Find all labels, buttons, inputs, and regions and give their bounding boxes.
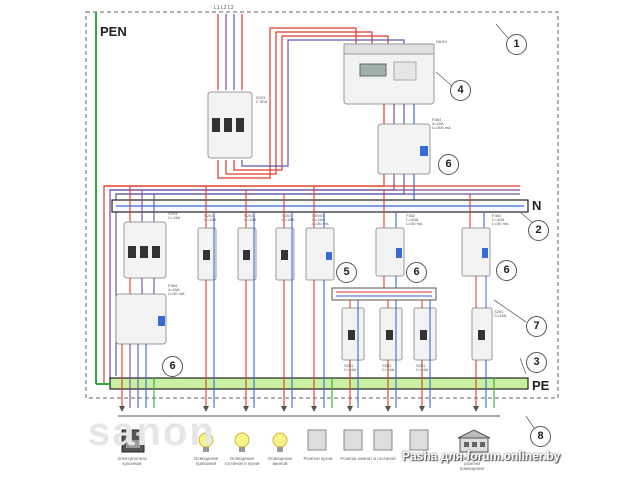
load-caption-stove: Электроплита кухонная xyxy=(117,456,147,466)
load-caption-kitchen-sockets: Розетки кухни xyxy=(303,456,333,461)
callout-7: 7 xyxy=(526,316,547,337)
load-caption-hall: Освещение прихожей xyxy=(193,456,219,466)
callout-6-top: 6 xyxy=(438,154,459,175)
callout-6-left: 6 xyxy=(162,356,183,377)
rcd-left xyxy=(115,293,167,345)
load-wires xyxy=(121,212,495,408)
stove-icon xyxy=(121,429,145,453)
sub-breakers xyxy=(341,307,493,361)
load-caption-bath: Освещение ванной xyxy=(267,456,293,466)
main-to-meter-wiring xyxy=(217,27,405,179)
socket-icon xyxy=(307,429,429,451)
bus-drops xyxy=(129,186,485,228)
energy-meter xyxy=(343,43,435,105)
watermark-text: Pasha для forum.onliner.by xyxy=(402,449,561,463)
n-label: N xyxy=(532,198,542,213)
phases-label: L1 L2 L3 xyxy=(214,5,234,11)
load-caption-house: Освещение и розетки помещения xyxy=(457,456,486,471)
meter-to-rcd-wiring xyxy=(383,104,415,124)
ghost-watermark: sanon xyxy=(88,410,216,454)
breaker-group-left xyxy=(123,221,167,279)
load-arrows xyxy=(119,406,479,412)
sub-bus xyxy=(331,287,437,301)
house-icon xyxy=(457,429,491,453)
callout-4: 4 xyxy=(450,80,471,101)
rcd-right xyxy=(461,227,491,277)
lamp-icon xyxy=(198,432,288,452)
rcbo-device xyxy=(305,227,335,281)
callout-leaders xyxy=(435,23,535,429)
callout-2: 2 xyxy=(528,220,549,241)
pen-label: PEN xyxy=(100,24,127,39)
main-rcd xyxy=(377,123,431,175)
load-caption-room-sockets: Розетки комнат и гостиной xyxy=(340,456,396,461)
callout-6-right: 6 xyxy=(496,260,517,281)
single-breakers xyxy=(197,227,295,281)
meter-model-label: D6/5V xyxy=(436,39,448,44)
callout-8: 8 xyxy=(530,426,551,447)
incoming-phases xyxy=(217,14,243,90)
load-caption-living: Освещение гостиной и кухни xyxy=(224,456,260,466)
callout-3: 3 xyxy=(526,352,547,373)
callout-6-mid: 6 xyxy=(406,262,427,283)
callout-5: 5 xyxy=(336,262,357,283)
main-breaker xyxy=(207,91,253,159)
enclosure-border xyxy=(85,11,559,399)
rcd-mid xyxy=(375,227,405,277)
pe-label: PE xyxy=(532,378,550,393)
phase-buses xyxy=(104,185,520,195)
pe-bus xyxy=(109,377,529,390)
callout-1: 1 xyxy=(506,34,527,55)
